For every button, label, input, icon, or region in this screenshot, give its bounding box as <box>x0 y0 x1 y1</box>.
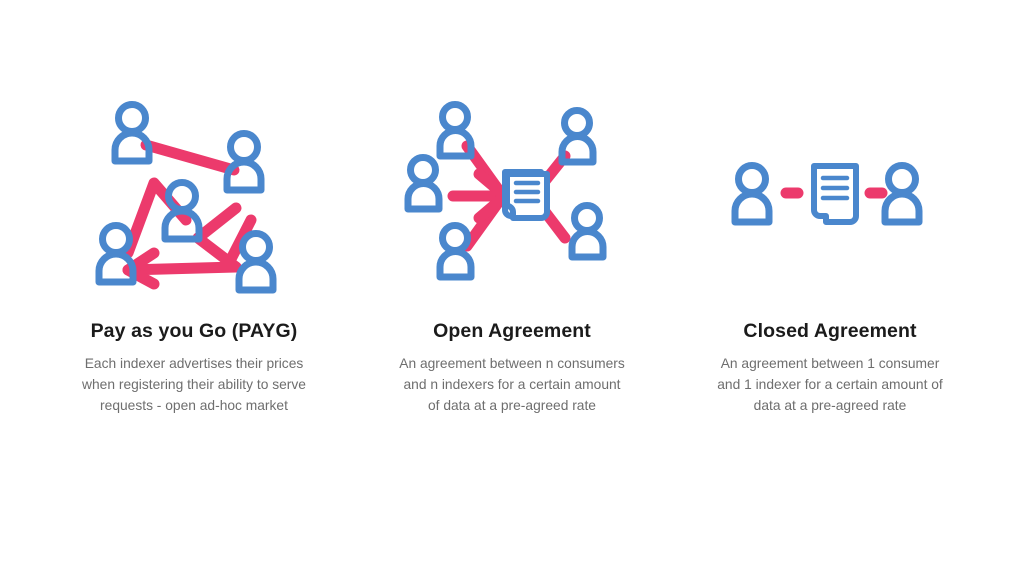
payg-network-icon <box>74 96 314 296</box>
description-line: An agreement between n consumers <box>399 356 625 372</box>
description-line: An agreement between 1 consumer <box>720 356 940 372</box>
document-icon <box>502 169 550 221</box>
agreement-title-payg: Pay as you Go (PAYG) <box>90 320 298 342</box>
agreement-types-row: Pay as you Go (PAYG) Each indexer advert… <box>0 96 1024 417</box>
open-agreement-people-group <box>404 101 607 281</box>
agreement-card-closed: Closed Agreement An agreement between 1 … <box>671 96 989 417</box>
document-text-lines <box>513 180 541 204</box>
agreement-description-payg: Each indexer advertises their prices whe… <box>82 354 306 417</box>
agreement-title-closed: Closed Agreement <box>743 320 917 342</box>
agreement-title-open: Open Agreement <box>433 320 591 342</box>
person-icon-right-upper <box>223 130 265 194</box>
document-text-lines <box>820 175 850 201</box>
person-icon-consumer <box>731 162 773 226</box>
person-icon-left-bottom <box>436 222 475 281</box>
person-icon-right-bottom <box>568 202 607 261</box>
description-line: requests - open ad-hoc market <box>100 398 288 414</box>
closed-agreement-graphic <box>731 162 923 226</box>
document-page <box>504 171 550 221</box>
open-agreement-graphic <box>404 101 607 281</box>
description-line: and 1 indexer for a certain amount of <box>717 377 943 393</box>
person-icon-center <box>161 179 203 243</box>
description-line: data at a pre-agreed rate <box>753 398 907 414</box>
person-icon-left-middle <box>404 154 443 213</box>
person-icon-bottom-left <box>95 222 137 286</box>
person-icon-top-left <box>111 101 153 165</box>
agreement-card-open: Open Agreement An agreement between n co… <box>353 96 671 417</box>
payg-people-group <box>95 101 277 294</box>
person-icon-right-top <box>558 107 597 166</box>
link-center-chevron <box>192 202 242 273</box>
agreement-card-payg: Pay as you Go (PAYG) Each indexer advert… <box>35 96 353 417</box>
link-topleft-topright <box>140 139 240 176</box>
document-page <box>811 163 859 225</box>
person-icon-bottom-right <box>235 230 277 294</box>
description-line: Each indexer advertises their prices <box>84 356 304 372</box>
link-bottom-shaft <box>122 261 242 276</box>
description-line: when registering their ability to serve <box>82 377 306 393</box>
person-icon-indexer <box>881 162 923 226</box>
description-line: and n indexers for a certain amount <box>403 377 621 393</box>
closed-agreement-icon <box>710 96 950 296</box>
description-line: of data at a pre-agreed rate <box>428 398 596 414</box>
agreement-description-open: An agreement between n consumers and n i… <box>399 354 624 417</box>
link-bottom-arrowhead <box>122 247 160 290</box>
agreement-description-closed: An agreement between 1 consumer and 1 in… <box>717 354 943 417</box>
document-icon <box>811 163 859 225</box>
person-icon-left-top <box>436 101 475 160</box>
payg-network-graphic <box>95 101 277 294</box>
open-agreement-icon <box>392 96 632 296</box>
